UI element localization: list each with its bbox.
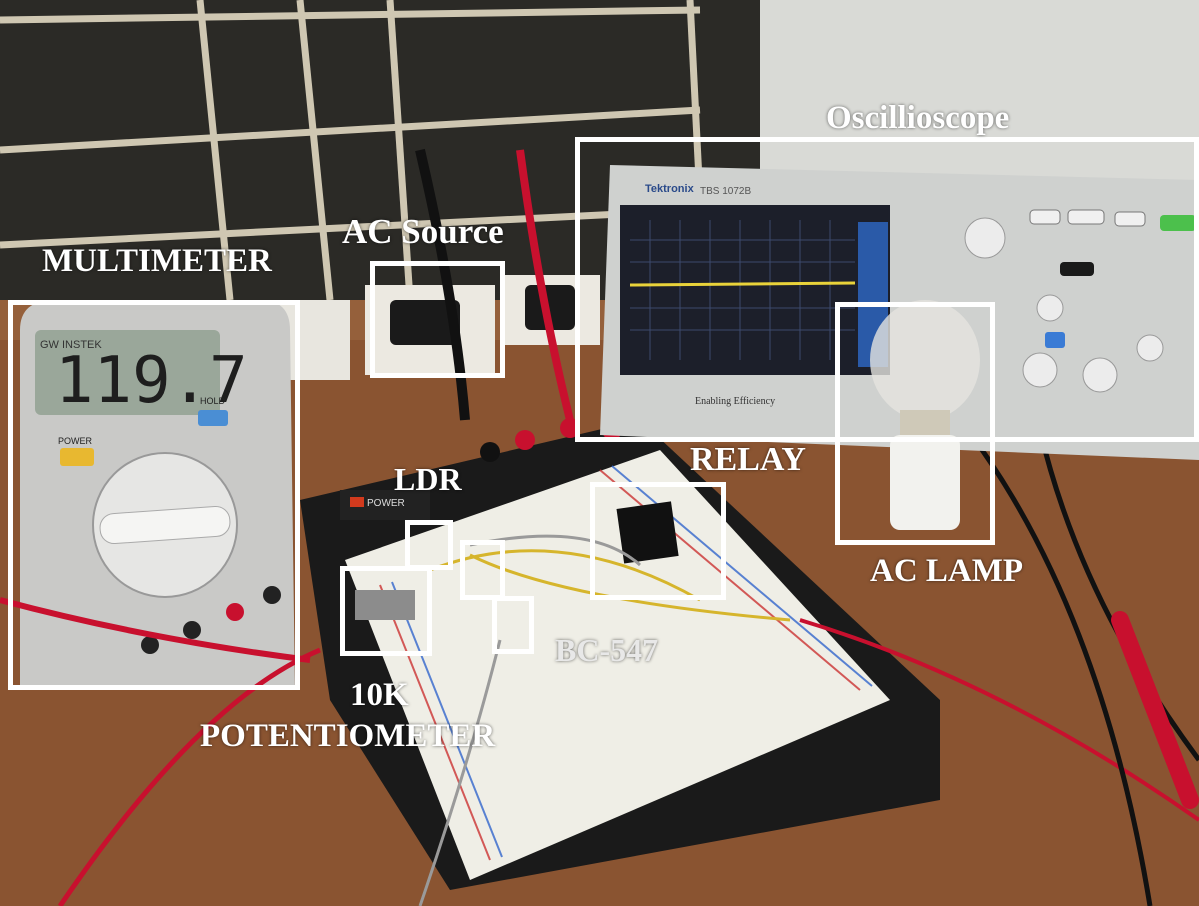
lamp-bulb [870, 300, 980, 420]
oscilloscope-box [575, 137, 1199, 442]
terminal-10a[interactable] [141, 636, 159, 654]
cursor-button[interactable] [1029, 209, 1061, 225]
multimeter-display [35, 330, 220, 415]
dial-knob[interactable] [99, 505, 231, 545]
breadboard-power-led [350, 497, 364, 507]
potentiometer-box [340, 566, 432, 656]
transistor-box-2 [492, 596, 534, 654]
ch2-button[interactable] [1045, 332, 1065, 348]
ldr-label: LDR [394, 461, 462, 497]
multimeter-brand: GW INSTEK [40, 339, 102, 351]
multimeter-reading: 119.7 [55, 344, 248, 418]
breadboard [345, 450, 890, 880]
relay-component [616, 501, 679, 564]
ldr-box [405, 520, 453, 570]
function-button[interactable] [1060, 262, 1094, 276]
ac-lamp-label: AC LAMP [870, 553, 1024, 589]
hold-button[interactable] [198, 410, 228, 426]
trigger-level-knob[interactable] [1136, 334, 1164, 362]
oscilloscope-screen [620, 205, 890, 375]
bc547-label: BC-547 [555, 632, 659, 668]
ac-lamp-box [835, 302, 995, 545]
measure-button[interactable] [1067, 209, 1105, 225]
help-button[interactable] [1114, 211, 1146, 227]
oscilloscope-model: TBS 1072B [700, 186, 751, 197]
ac-source-box [370, 261, 505, 378]
lamp-holder [890, 435, 960, 530]
potentiometer-label: POTENTIOMETER [200, 718, 496, 754]
oscilloscope-brand: Tektronix [645, 183, 695, 195]
potentiometer-component [355, 590, 415, 620]
power-button[interactable] [60, 448, 94, 466]
oscilloscope-label: Oscillioscope [826, 100, 1010, 136]
relay-label: RELAY [690, 441, 806, 478]
terminal-com[interactable] [263, 586, 281, 604]
horizontal-scale-knob[interactable] [1082, 357, 1118, 393]
oscilloscope-trace [629, 281, 856, 287]
power-button-label: POWER [58, 436, 93, 446]
breadboard-power-label: POWER [367, 498, 405, 509]
ac-source-label: AC Source [342, 212, 504, 251]
potentiometer-value-label: 10K [350, 677, 409, 713]
run-stop-button[interactable] [1160, 215, 1196, 231]
multipurpose-knob[interactable] [964, 217, 1006, 259]
oscilloscope-grid [630, 220, 855, 360]
terminal-v[interactable] [226, 603, 244, 621]
multimeter-label: MULTIMETER [42, 243, 272, 279]
terminal-ma[interactable] [183, 621, 201, 639]
hold-button-label: HOLD [200, 396, 226, 406]
position-knob[interactable] [1036, 294, 1064, 322]
scale-knob[interactable] [1022, 352, 1058, 388]
multimeter-box [8, 300, 300, 690]
transistor-box-1 [460, 540, 505, 600]
relay-box [590, 482, 726, 600]
oscilloscope-slogan: Enabling Efficiency [695, 396, 775, 407]
